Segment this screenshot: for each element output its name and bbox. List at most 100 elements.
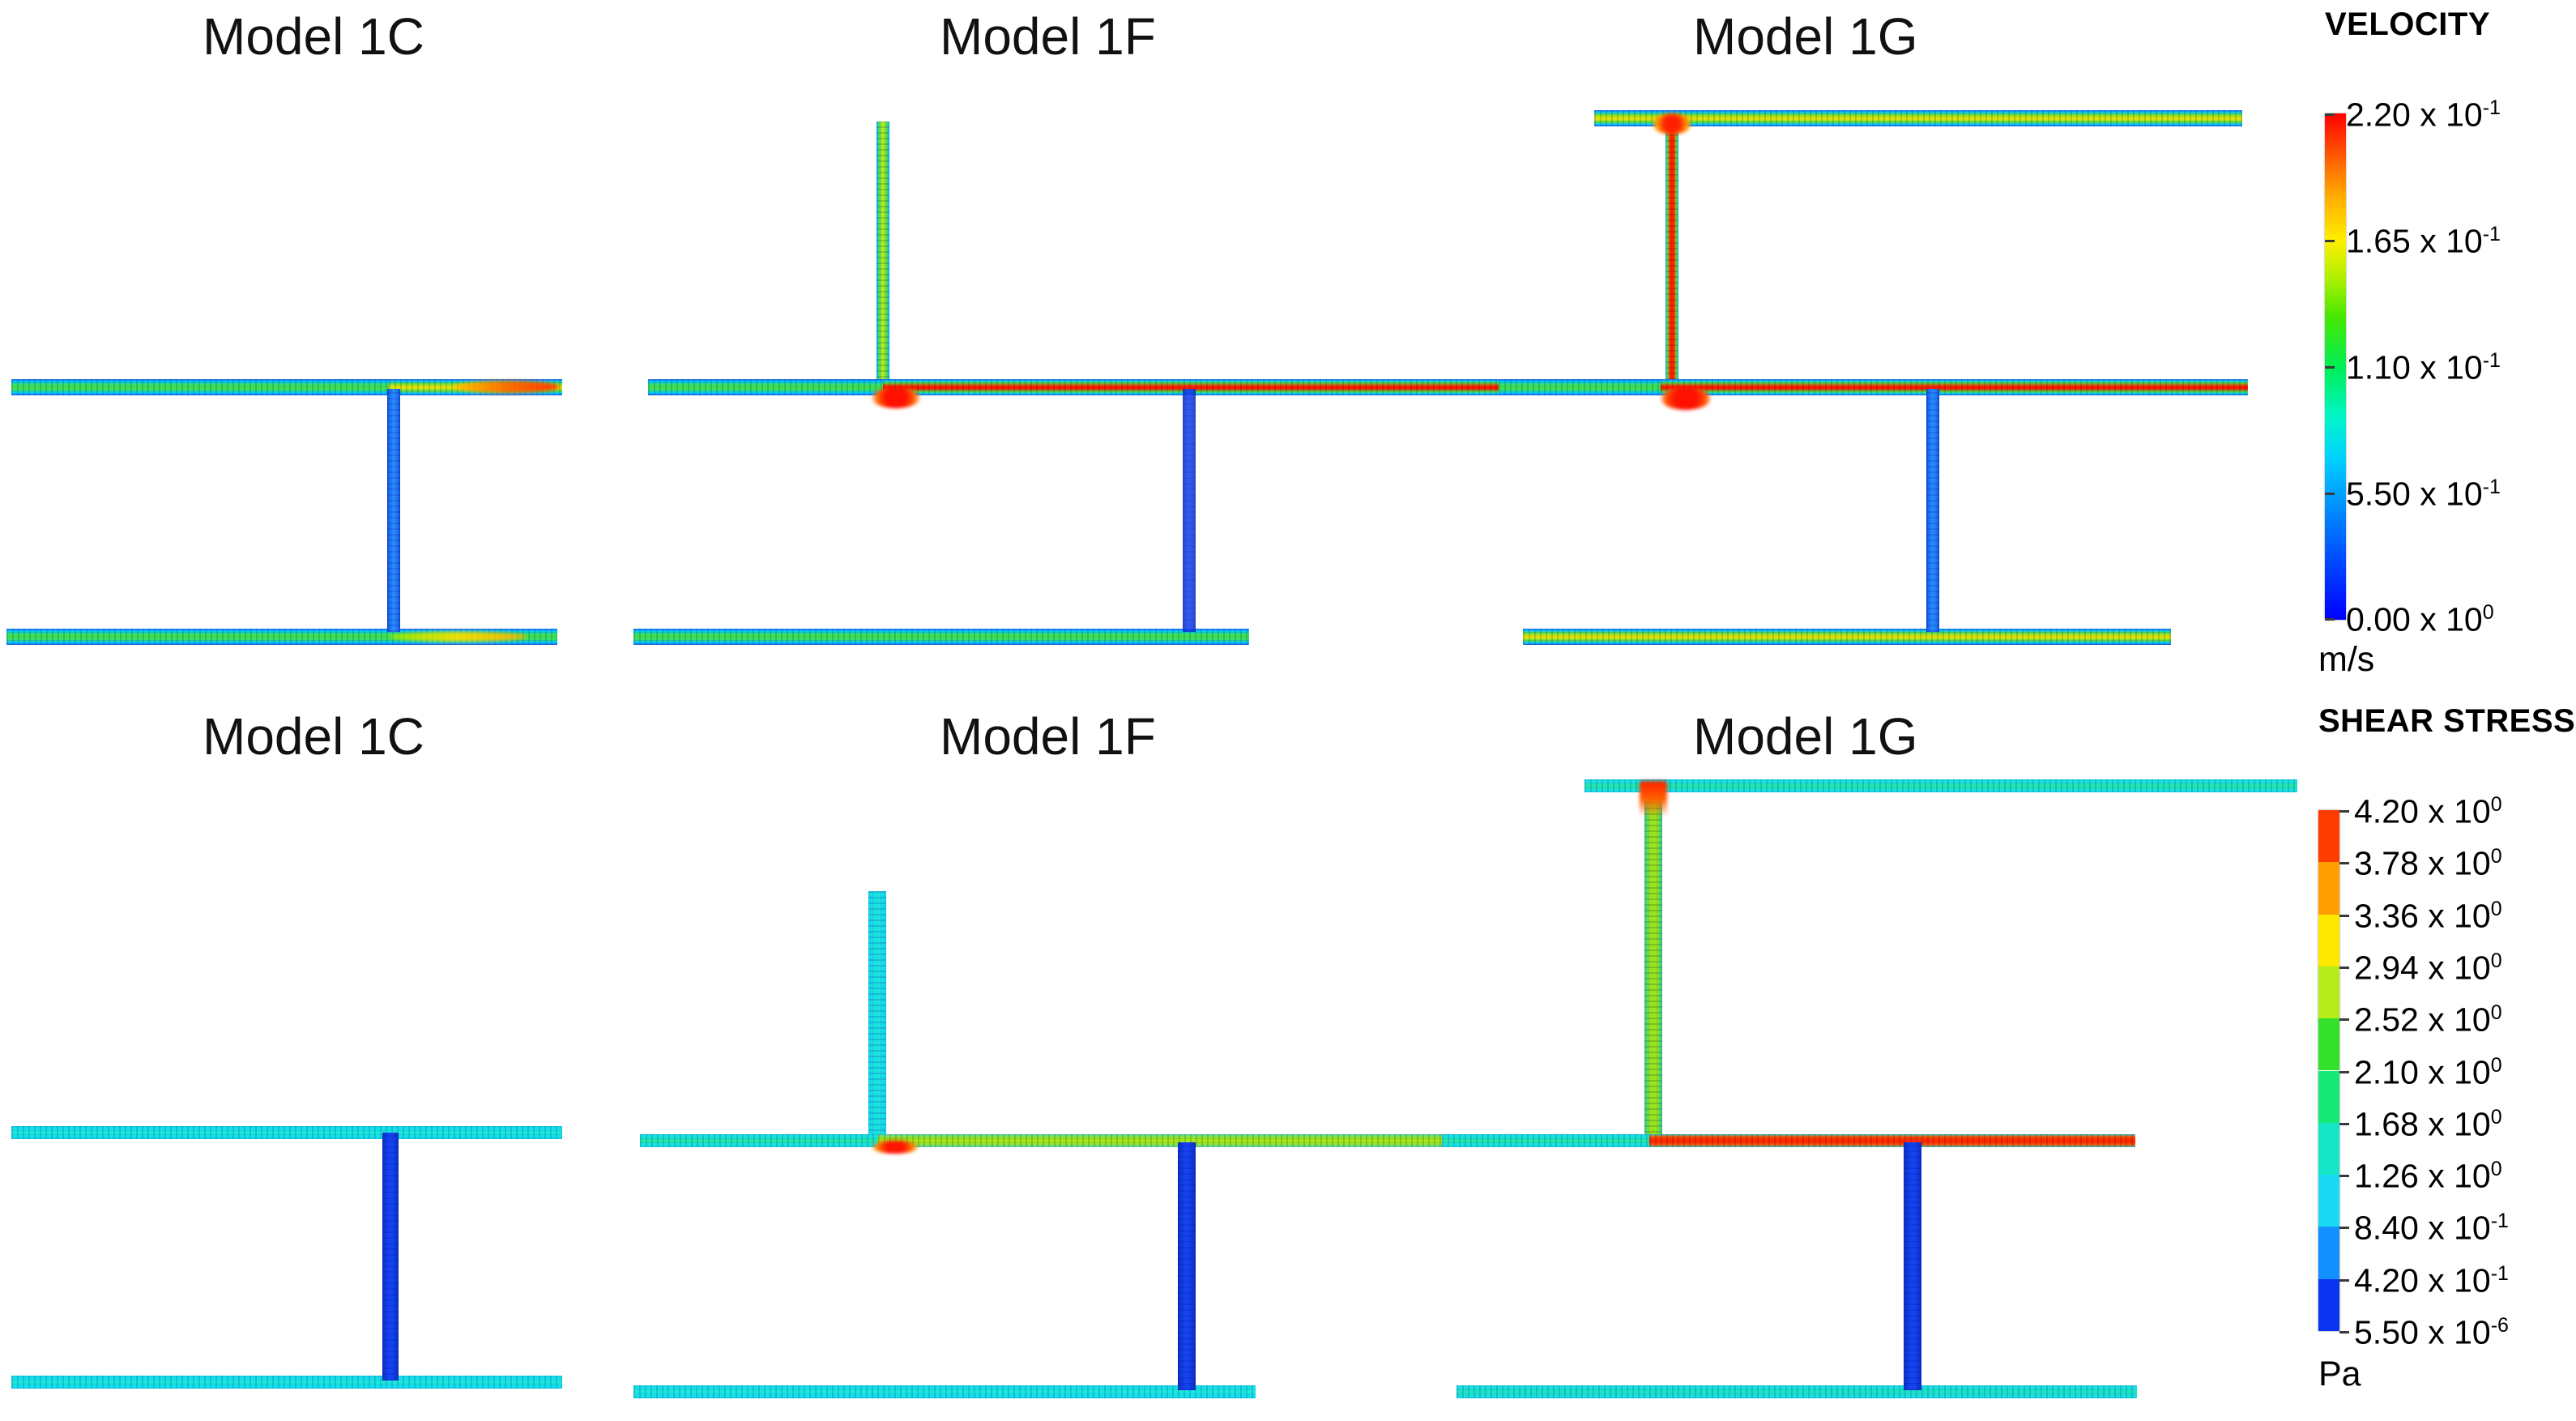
shear-band-8 [2318, 1227, 2339, 1279]
vertical-connector [1926, 389, 1939, 632]
velocity-tick-0 [2325, 113, 2335, 116]
shear-label-2-mantissa: 3.36 x 10 [2354, 897, 2491, 935]
lower-horizontal-channel [1456, 1385, 2137, 1398]
velocity-label-3: 5.50 x 10-1 [2346, 476, 2501, 514]
shear-band-2 [2318, 914, 2339, 967]
velocity-tick-1 [2325, 240, 2335, 242]
vertical-inlet-branch [868, 891, 886, 1142]
shear-label-10-mantissa: 5.50 x 10 [2354, 1313, 2491, 1351]
middle-channel-upstream [640, 1134, 883, 1147]
shear-label-0: 4.20 x 100 [2354, 793, 2502, 831]
velocity-tick-2 [2325, 366, 2335, 369]
shear-tick-5 [2339, 1071, 2349, 1073]
velocity-label-3-exp: -1 [2482, 475, 2501, 498]
shear-label-3-mantissa: 2.94 x 10 [2354, 949, 2491, 987]
shear-tick-9 [2339, 1279, 2349, 1282]
velocity-label-3-mantissa: 5.50 x 10 [2346, 475, 2483, 513]
shear-tick-8 [2339, 1227, 2349, 1229]
lower-horizontal-channel [633, 1385, 1256, 1398]
upper-outlet-hotspot [454, 381, 559, 393]
shear-label-3-exp: 0 [2490, 949, 2502, 972]
velocity-label-0-mantissa: 2.20 x 10 [2346, 96, 2483, 134]
panel-title-velocity-1c: Model 1C [203, 7, 424, 66]
shear-label-4-exp: 0 [2490, 1001, 2502, 1024]
velocity-label-4-exp: 0 [2482, 600, 2494, 624]
velocity-label-0: 2.20 x 10-1 [2346, 96, 2501, 134]
velocity-label-0-exp: -1 [2482, 96, 2501, 119]
shear-band-7 [2318, 1175, 2339, 1227]
panel-title-velocity-1f: Model 1F [940, 7, 1156, 66]
velocity-label-2-mantissa: 1.10 x 10 [2346, 348, 2483, 386]
shear-label-8-mantissa: 8.40 x 10 [2354, 1209, 2491, 1247]
top-junction-shear-spike [1640, 781, 1667, 817]
top-horizontal-channel [1594, 110, 2242, 126]
middle-horizontal-channel [648, 379, 891, 395]
velocity-tick-4 [2325, 618, 2335, 621]
shear-label-7-exp: 0 [2490, 1157, 2502, 1180]
shear-label-0-mantissa: 4.20 x 10 [2354, 792, 2491, 830]
shear-band-9 [2318, 1278, 2339, 1331]
vertical-connector [1183, 389, 1196, 632]
middle-horizontal-channel [1499, 379, 1669, 395]
middle-channel-downstream [1649, 1134, 2135, 1147]
shear-band-5 [2318, 1070, 2339, 1123]
shear-label-8: 8.40 x 10-1 [2354, 1210, 2509, 1248]
shear-label-3: 2.94 x 100 [2354, 949, 2502, 988]
panel-shear-model-1f: Model 1F [616, 697, 1499, 1421]
junction-shear-spike [872, 1141, 919, 1154]
shear-band-1 [2318, 862, 2339, 915]
vertical-inlet-branch [876, 122, 889, 389]
shear-label-1: 3.78 x 100 [2354, 845, 2502, 883]
panel-title-shear-1g: Model 1G [1693, 707, 1918, 766]
shear-label-2: 3.36 x 100 [2354, 898, 2502, 936]
velocity-label-2-exp: -1 [2482, 348, 2501, 372]
junction-recirculation-hotspot [872, 387, 920, 408]
panel-velocity-model-1f: Model 1F [616, 0, 1499, 697]
middle-channel-downstream [1661, 379, 2248, 395]
shear-label-4: 2.52 x 100 [2354, 1001, 2502, 1039]
shear-label-6-mantissa: 1.68 x 10 [2354, 1105, 2491, 1143]
vertical-feed-branch [1644, 787, 1662, 1144]
shear-label-6: 1.68 x 100 [2354, 1106, 2502, 1144]
velocity-label-1-mantissa: 1.65 x 10 [2346, 222, 2483, 260]
vertical-connector [1904, 1142, 1921, 1390]
velocity-label-4: 0.00 x 100 [2346, 601, 2494, 639]
panel-title-shear-1f: Model 1F [940, 707, 1156, 766]
vertical-connector [387, 389, 400, 632]
shear-tick-4 [2339, 1018, 2349, 1021]
shear-label-2-exp: 0 [2490, 897, 2502, 920]
velocity-colorbar-title: VELOCITY [2325, 6, 2491, 42]
vertical-connector [382, 1133, 399, 1380]
shear-tick-10 [2339, 1331, 2349, 1334]
shear-tick-7 [2339, 1175, 2349, 1177]
shear-label-5-mantissa: 2.10 x 10 [2354, 1053, 2491, 1091]
lower-outlet-hotspot [389, 632, 527, 642]
shear-tick-6 [2339, 1123, 2349, 1125]
shear-label-5: 2.10 x 100 [2354, 1054, 2502, 1092]
shear-label-10-exp: -6 [2490, 1313, 2509, 1337]
shear-label-9: 4.20 x 10-1 [2354, 1262, 2509, 1300]
middle-channel-upstream [1442, 1134, 1654, 1147]
shear-band-3 [2318, 966, 2339, 1019]
shear-label-6-exp: 0 [2490, 1105, 2502, 1129]
shear-label-7-mantissa: 1.26 x 10 [2354, 1157, 2491, 1195]
shear-label-1-exp: 0 [2490, 844, 2502, 868]
shear-band-0 [2318, 810, 2339, 863]
panel-shear-model-1g: Model 1G [1442, 697, 2309, 1421]
panel-title-velocity-1g: Model 1G [1693, 7, 1918, 66]
shear-band-6 [2318, 1122, 2339, 1176]
vertical-feed-branch [1665, 118, 1678, 386]
lower-horizontal-channel [11, 1376, 562, 1389]
shear-tick-3 [2339, 967, 2349, 969]
velocity-label-1: 1.65 x 10-1 [2346, 223, 2501, 261]
upper-horizontal-channel [11, 1126, 562, 1139]
shear-label-1-mantissa: 3.78 x 10 [2354, 844, 2491, 882]
shear-label-9-exp: -1 [2490, 1261, 2509, 1285]
junction-recirculation-hotspot [1661, 387, 1711, 410]
panel-velocity-model-1c: Model 1C [0, 0, 616, 697]
velocity-label-1-exp: -1 [2482, 222, 2501, 245]
panel-velocity-model-1g: Model 1G [1499, 0, 2309, 697]
shear-label-7: 1.26 x 100 [2354, 1158, 2502, 1196]
middle-channel-downstream [883, 379, 1499, 395]
shear-stress-colorbar: SHEAR STRESS 4.20 x 100 3.78 x 100 3.36 … [2318, 697, 2576, 1421]
